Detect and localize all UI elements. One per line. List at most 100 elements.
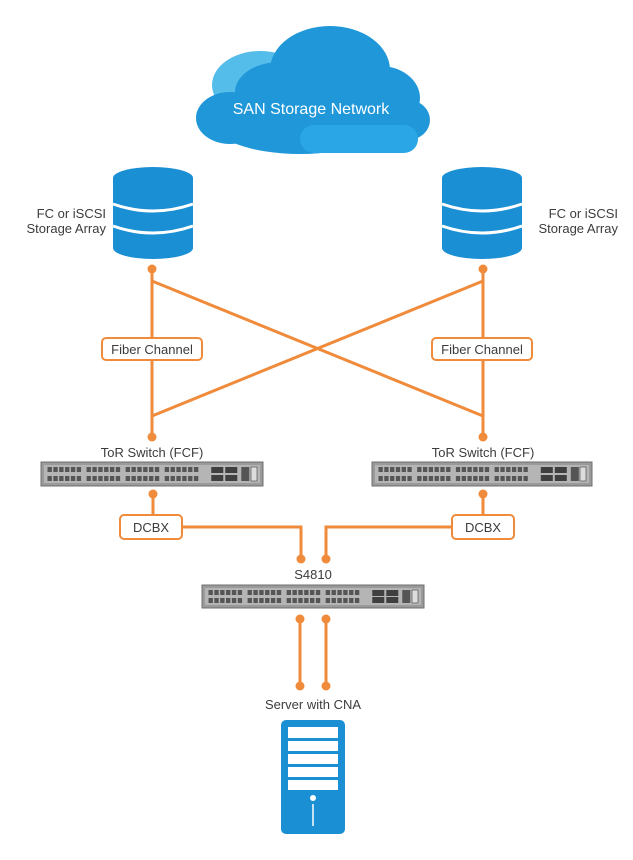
- switch-port: [226, 590, 231, 595]
- switch-port: [325, 590, 331, 595]
- switch-port: [265, 598, 270, 603]
- switch-port: [337, 590, 342, 595]
- switch-port: [276, 590, 282, 595]
- switch-port: [401, 467, 406, 472]
- tor-switch-label-left: ToR Switch (FCF): [100, 445, 204, 460]
- database-icon: [441, 167, 523, 259]
- switch-port: [325, 598, 331, 603]
- switch-port: [292, 598, 297, 603]
- switch-port: [390, 467, 395, 472]
- switch-port: [511, 467, 517, 472]
- switch-port: [292, 590, 297, 595]
- switch-port: [354, 590, 360, 595]
- switch-port: [214, 590, 219, 595]
- switch-port: [143, 476, 148, 481]
- uplink-port: [386, 590, 399, 596]
- switch-port: [182, 476, 187, 481]
- link-dot: [478, 432, 488, 442]
- uplink-port: [554, 467, 567, 473]
- switch-port: [154, 467, 160, 472]
- server-label: Server with CNA: [264, 697, 362, 712]
- switch-port: [104, 476, 109, 481]
- switch-port: [104, 467, 109, 472]
- switch-port: [276, 598, 282, 603]
- core-switch-label: S4810: [294, 567, 332, 582]
- switch-port: [506, 467, 511, 472]
- switch-port: [304, 598, 309, 603]
- switch-port: [137, 476, 142, 481]
- switch-port: [176, 467, 181, 472]
- cloud-icon: [196, 26, 430, 154]
- switch-port: [182, 467, 187, 472]
- link-dot: [147, 264, 157, 274]
- label-line: FC or iSCSI: [36, 206, 106, 221]
- switch-port: [378, 476, 383, 481]
- link-line: [151, 279, 484, 418]
- mgmt-port: [570, 467, 579, 481]
- switch-face: [375, 465, 589, 483]
- switch-port: [70, 467, 76, 472]
- switch-port: [59, 467, 64, 472]
- switch-port: [154, 476, 160, 481]
- cloud-label: SAN Storage Network: [232, 101, 390, 118]
- console-port: [579, 466, 587, 482]
- label-line: Storage Array: [538, 221, 619, 236]
- link-dot: [478, 489, 488, 499]
- switch-face: [205, 588, 421, 605]
- switch-port: [331, 598, 336, 603]
- link-endpoints: [147, 264, 488, 442]
- switch-face: [44, 465, 260, 483]
- switch-port: [188, 467, 193, 472]
- switch-port: [310, 590, 315, 595]
- switch-port: [304, 590, 309, 595]
- switch-port: [378, 467, 383, 472]
- uplink-port: [554, 475, 567, 481]
- switch-port: [407, 467, 412, 472]
- switch-port: [315, 598, 321, 603]
- switch-port: [517, 476, 523, 481]
- switch-port: [446, 467, 451, 472]
- switch-port: [479, 476, 484, 481]
- switch-port: [265, 590, 270, 595]
- tor-switch-label-right: ToR Switch (FCF): [431, 445, 535, 460]
- switch-port: [193, 476, 199, 481]
- switch-port: [226, 598, 231, 603]
- switch-port: [473, 467, 478, 472]
- switch-port: [384, 467, 389, 472]
- link-dot: [296, 554, 306, 564]
- switch-port: [422, 476, 428, 481]
- switch-port: [440, 467, 445, 472]
- switch-port: [86, 476, 91, 481]
- link-dot: [321, 681, 331, 691]
- label-line: FC or iSCSI: [548, 206, 618, 221]
- link-dot: [147, 432, 157, 442]
- switch-port: [401, 476, 406, 481]
- switch-port: [92, 476, 97, 481]
- uplink-port: [372, 597, 385, 603]
- switch-port: [53, 467, 58, 472]
- switch-port: [310, 598, 315, 603]
- switch-port: [98, 467, 103, 472]
- switch-port: [53, 476, 58, 481]
- switch-port: [298, 590, 303, 595]
- switch-port: [434, 467, 439, 472]
- switch-port: [494, 467, 499, 472]
- switch-port: [270, 598, 276, 603]
- switch-port: [467, 476, 472, 481]
- switch-port: [343, 590, 348, 595]
- dcbx-link-label-left: DCBX: [119, 514, 183, 540]
- network-switch-icon: [371, 461, 593, 487]
- switch-port: [208, 590, 213, 595]
- uplink-port: [540, 467, 553, 473]
- switch-port: [484, 476, 490, 481]
- switch-port: [92, 467, 97, 472]
- link-dot: [321, 554, 331, 564]
- console-port: [250, 466, 258, 482]
- switch-port: [188, 476, 193, 481]
- switch-port: [115, 467, 121, 472]
- switch-port: [247, 598, 252, 603]
- switch-port: [395, 476, 401, 481]
- uplink-port: [372, 590, 385, 596]
- switch-port: [214, 598, 219, 603]
- database-icon: [112, 167, 194, 259]
